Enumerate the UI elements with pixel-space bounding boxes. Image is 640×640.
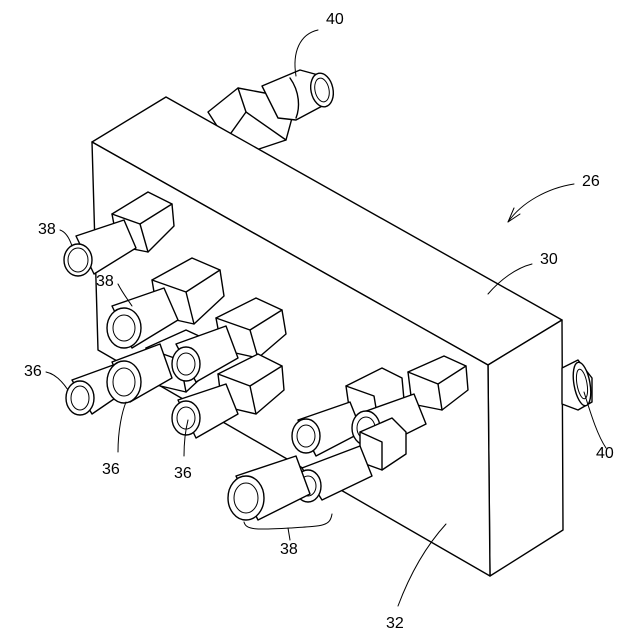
label-36-left: 36 — [24, 363, 42, 380]
label-30: 30 — [540, 251, 558, 268]
label-38-second: 38 — [96, 273, 114, 290]
label-40-right: 40 — [596, 445, 614, 462]
right-inlet-fitting — [562, 360, 594, 410]
label-26: 26 — [582, 173, 600, 190]
label-38-upper: 38 — [38, 221, 56, 238]
manifold-block — [92, 97, 563, 576]
label-36-mid1: 36 — [102, 461, 120, 478]
label-38-group: 38 — [280, 541, 298, 558]
label-36-mid2: 36 — [174, 465, 192, 482]
label-40-top: 40 — [326, 11, 344, 28]
label-32: 32 — [386, 615, 404, 632]
